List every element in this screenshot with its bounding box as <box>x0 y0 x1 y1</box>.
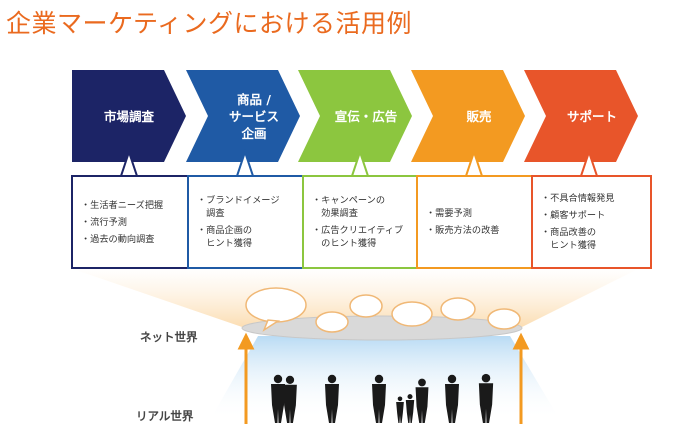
person-head <box>285 375 295 384</box>
detail-item: ・過去の動向調査 <box>81 233 155 245</box>
stage-label-text: 商品 / サービス 企画 <box>228 91 279 141</box>
person-head <box>273 374 283 384</box>
person-body <box>405 400 415 423</box>
person-body <box>478 383 494 423</box>
person-body <box>396 402 404 423</box>
speech-bubble-1 <box>245 287 307 323</box>
person-head <box>447 374 457 384</box>
person-body <box>283 384 297 423</box>
cloud-platform <box>241 315 523 341</box>
stage-label-5: サポート <box>546 70 638 162</box>
detail-item: ・商品企画の ヒント獲得 <box>197 225 253 249</box>
stage-chevron-4 <box>411 70 525 162</box>
detail-item: ・需要予測 <box>426 208 472 219</box>
person-head <box>374 374 384 384</box>
speech-bubble-2 <box>315 311 349 333</box>
real-world-label: リアル世界 <box>136 409 194 423</box>
person-head <box>397 396 403 402</box>
stage-chevron-3 <box>298 70 412 162</box>
detail-item: ・不具合情報発見 <box>541 193 615 204</box>
detail-item: ・流行予測 <box>81 216 127 228</box>
stage-label-3: 宣伝・広告 <box>320 70 412 162</box>
stage-label-4: 販売 <box>433 70 525 162</box>
stage-detail-box-3: ・キャンペーンの 効果調査・広告クリエイティブ のヒント獲得 <box>302 175 423 269</box>
person-body <box>271 384 285 423</box>
detail-item: ・販売方法の改善 <box>426 225 500 236</box>
stage-chevron-1 <box>72 70 186 162</box>
stage-label-1: 市場調査 <box>72 70 186 162</box>
detail-item: ・ブランドイメージ 調査 <box>197 195 280 219</box>
person-head <box>407 394 413 400</box>
detail-item: ・生活者ニーズ把握 <box>81 199 164 211</box>
net-world-label: ネット世界 <box>140 330 198 344</box>
stage-detail-box-1: ・生活者ニーズ把握・流行予測・過去の動向調査 <box>71 175 192 269</box>
person-head <box>327 374 337 384</box>
speech-bubbles <box>245 287 521 333</box>
light-column <box>210 336 560 420</box>
speech-bubble-6 <box>487 308 521 330</box>
detail-item: ・顧客サポート <box>541 210 606 221</box>
stage-label-text: 販売 <box>466 108 492 124</box>
speech-bubble-3 <box>349 294 383 318</box>
person-body <box>445 384 459 423</box>
person-body <box>372 384 386 423</box>
upward-arrows <box>237 332 530 424</box>
detail-item: ・キャンペーンの 効果調査 <box>312 195 386 219</box>
stage-label-text: 宣伝・広告 <box>334 108 398 124</box>
people-silhouettes <box>271 373 494 423</box>
speech-bubble-5 <box>440 297 476 321</box>
person-body <box>415 387 429 423</box>
stage-label-text: サポート <box>566 108 617 124</box>
page-title: 企業マーケティングにおける活用例 <box>6 9 413 38</box>
person-body <box>325 384 339 423</box>
speech-bubble-4 <box>391 301 433 327</box>
stage-chevron-2 <box>186 70 300 162</box>
detail-item: ・商品改善の ヒント獲得 <box>541 227 597 251</box>
stage-detail-box-2: ・ブランドイメージ 調査・商品企画の ヒント獲得 <box>187 175 308 269</box>
stage-chevron-5 <box>524 70 638 162</box>
person-head <box>481 373 491 383</box>
detail-item: ・広告クリエイティブ のヒント獲得 <box>312 225 404 249</box>
stage-detail-box-5: ・不具合情報発見・顧客サポート・商品改善の ヒント獲得 <box>531 175 652 269</box>
stage-detail-box-4: ・需要予測・販売方法の改善 <box>416 175 537 269</box>
stage-label-2: 商品 / サービス 企画 <box>208 70 300 162</box>
stage-label-text: 市場調査 <box>103 108 154 124</box>
person-head <box>418 378 426 387</box>
